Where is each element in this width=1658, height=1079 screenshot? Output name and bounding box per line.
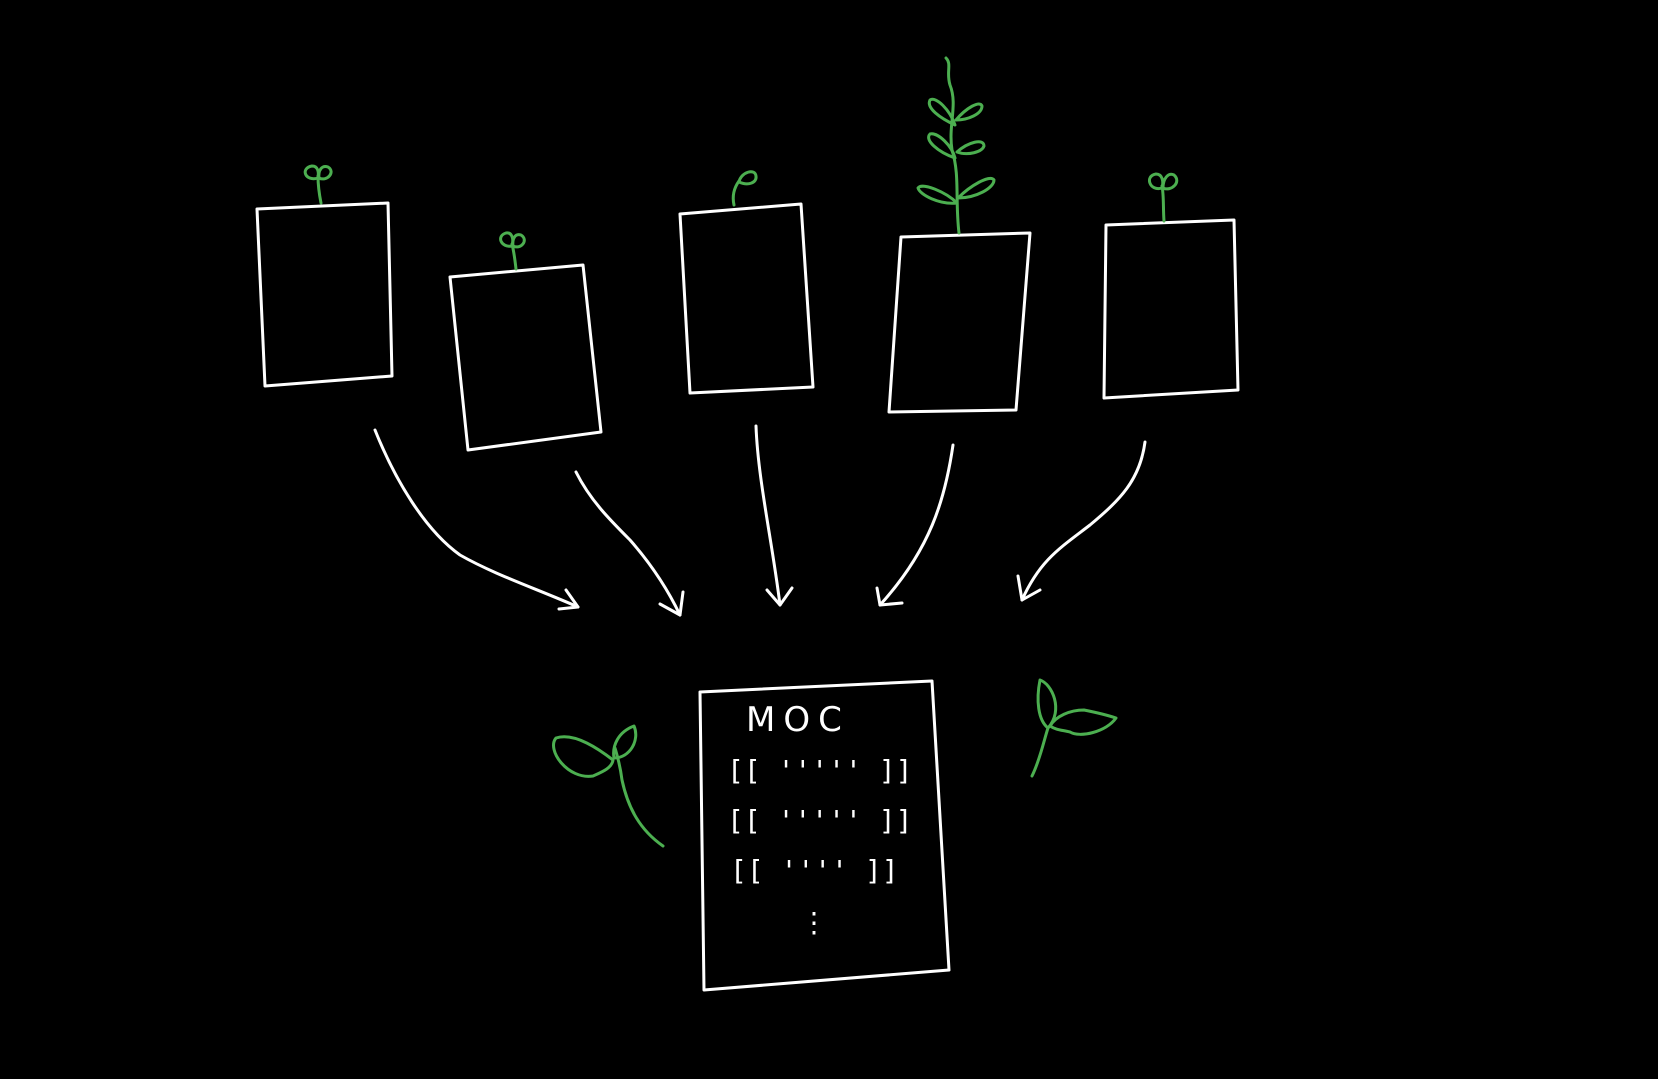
note-card-5 bbox=[1102, 172, 1240, 400]
note-card-1 bbox=[255, 164, 394, 388]
moc-link-3: [[ '''' ]] bbox=[730, 854, 899, 887]
moc-title: MOC bbox=[746, 700, 850, 740]
moc-note: MOC [[ ''''' ]] [[ ''''' ]] [[ '''' ]] ⋮ bbox=[698, 679, 951, 992]
note-card-3 bbox=[678, 170, 815, 395]
sprout-left-icon bbox=[552, 724, 665, 848]
seedling-icon bbox=[303, 164, 333, 205]
moc-more-indicator: ⋮ bbox=[800, 906, 828, 939]
tall-plant-icon bbox=[916, 56, 996, 235]
moc-link-1: [[ ''''' ]] bbox=[727, 754, 912, 787]
arrow-1 bbox=[373, 428, 580, 611]
seedling-icon bbox=[499, 231, 526, 271]
arrow-2 bbox=[574, 470, 685, 617]
note-card-2 bbox=[448, 231, 603, 452]
arrow-4 bbox=[875, 443, 955, 607]
note-card-4 bbox=[887, 56, 1032, 414]
seedling-icon bbox=[1147, 172, 1179, 223]
arrow-3 bbox=[754, 424, 794, 607]
moc-link-2: [[ ''''' ]] bbox=[727, 804, 912, 837]
seedling-icon bbox=[731, 170, 758, 207]
sprout-right-icon bbox=[1030, 678, 1118, 778]
arrow-5 bbox=[1016, 440, 1147, 602]
